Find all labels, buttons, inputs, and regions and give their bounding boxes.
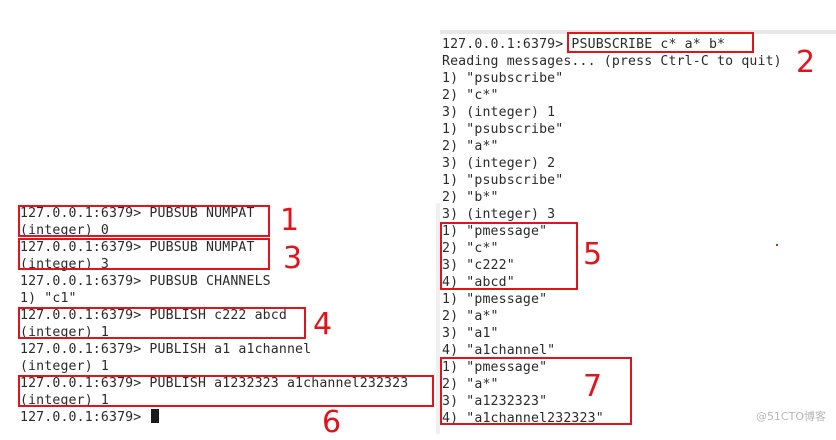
terminal-line: 1) "c1" [20, 291, 77, 306]
annotation-number-6: 6 [322, 405, 342, 440]
terminal-line: 1) "pmessage" [442, 224, 548, 239]
terminal-line: Reading messages... (press Ctrl-C to qui… [442, 54, 782, 69]
terminal-line: 127.0.0.1:6379> PSUBSCRIBE c* a* b* [442, 37, 726, 52]
annotation-number-7: 7 [583, 369, 603, 404]
terminal-line: 1) "pmessage" [442, 292, 548, 307]
terminal-line: (integer) 1 [20, 393, 109, 408]
terminal-prompt-line[interactable]: 127.0.0.1:6379> [20, 409, 160, 426]
annotation-number-3: 3 [283, 241, 303, 276]
annotation-box-7 [440, 357, 632, 425]
terminal-line: 127.0.0.1:6379> PUBLISH c222 abcd [20, 308, 287, 323]
terminal-line: 1) "psubscribe" [442, 122, 564, 137]
left-terminal[interactable]: 127.0.0.1:6379> PUBSUB NUMPAT (integer) … [0, 203, 436, 434]
watermark: @51CTO博客 [755, 410, 826, 423]
terminal-line: 127.0.0.1:6379> PUBSUB CHANNELS [20, 274, 271, 289]
annotation-box-6 [18, 375, 434, 407]
terminal-line: 1) "psubscribe" [442, 71, 564, 86]
terminal-line: 2) "a*" [442, 309, 499, 324]
terminal-line: (integer) 1 [20, 359, 109, 374]
terminal-line: 2) "c*" [442, 241, 499, 256]
terminal-line: 127.0.0.1:6379> PUBSUB NUMPAT [20, 240, 255, 255]
stray-mark [776, 244, 778, 246]
annotation-box-4 [18, 307, 306, 339]
terminal-line: 1) "pmessage" [442, 360, 548, 375]
annotation-number-4: 4 [313, 307, 333, 342]
annotation-box-3 [18, 238, 270, 270]
terminal-line: 127.0.0.1:6379> PUBLISH a1 a1channel [20, 342, 312, 357]
terminal-line: 2) "c*" [442, 88, 499, 103]
annotation-number-1: 1 [280, 203, 300, 238]
terminal-line: 3) (integer) 1 [442, 105, 556, 120]
terminal-line: 3) "a1232323" [442, 394, 548, 409]
terminal-line: 3) "a1" [442, 326, 499, 341]
terminal-line: 3) "c222" [442, 258, 515, 273]
terminal-prompt: 127.0.0.1:6379> [20, 410, 150, 425]
pane-divider [436, 203, 440, 434]
terminal-line: (integer) 0 [20, 223, 109, 238]
terminal-line: 3) (integer) 2 [442, 156, 556, 171]
annotation-box-2 [567, 32, 754, 53]
right-terminal[interactable]: 127.0.0.1:6379> PSUBSCRIBE c* a* b* Read… [440, 34, 836, 434]
text-cursor [151, 409, 160, 423]
terminal-line: (integer) 1 [20, 325, 109, 340]
terminal-line: 2) "b*" [442, 190, 499, 205]
terminal-line: 2) "a*" [442, 377, 499, 392]
terminal-line: 4) "abcd" [442, 275, 515, 290]
terminal-line: 4) "a1channel" [442, 343, 556, 358]
annotation-box-5 [440, 222, 578, 290]
terminal-line: 3) (integer) 3 [442, 207, 556, 222]
terminal-line: 127.0.0.1:6379> PUBSUB NUMPAT [20, 206, 255, 221]
annotation-box-1 [18, 205, 270, 237]
annotation-number-2: 2 [796, 45, 816, 80]
terminal-line: 127.0.0.1:6379> PUBLISH a1232323 a1chann… [20, 376, 409, 391]
terminal-line: 1) "psubscribe" [442, 173, 564, 188]
terminal-line: 2) "a*" [442, 139, 499, 154]
annotation-number-5: 5 [583, 237, 603, 272]
terminal-line: 4) "a1channel232323" [442, 411, 604, 426]
